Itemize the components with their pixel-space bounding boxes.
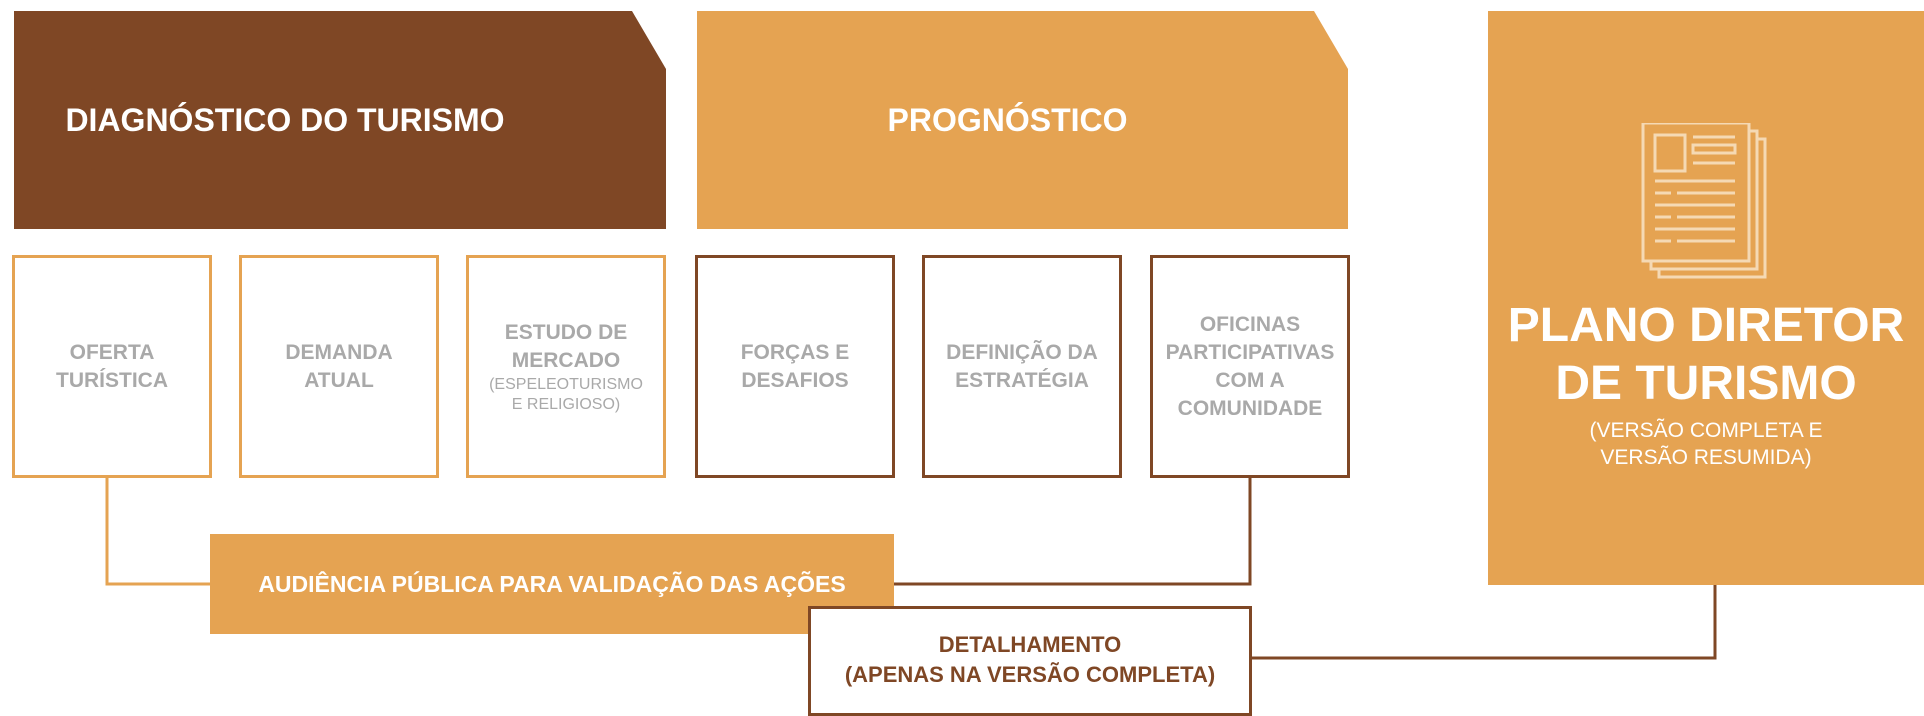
box-forcas-desafios: FORÇAS E DESAFIOS [695, 255, 895, 478]
box-estudo-mercado: ESTUDO DE MERCADO (ESPELEOTURISMO E RELI… [466, 255, 666, 478]
plano-subtitle: (VERSÃO COMPLETA E VERSÃO RESUMIDA) [1590, 417, 1823, 471]
plano-diretor-panel: PLANO DIRETOR DE TURISMO (VERSÃO COMPLET… [1488, 11, 1924, 585]
plano-title: PLANO DIRETOR DE TURISMO [1508, 297, 1904, 413]
audiencia-label: AUDIÊNCIA PÚBLICA PARA VALIDAÇÃO DAS AÇÕ… [258, 570, 846, 597]
connector-detalhamento-plano [1250, 585, 1717, 660]
plano-sub-line1: (VERSÃO COMPLETA E [1589, 419, 1823, 442]
audiencia-publica-bar: AUDIÊNCIA PÚBLICA PARA VALIDAÇÃO DAS AÇÕ… [210, 534, 894, 634]
box-oferta-line1: OFERTA [69, 340, 155, 364]
plano-title-line1: PLANO DIRETOR [1507, 299, 1905, 352]
box-demanda-line1: DEMANDA [285, 340, 393, 364]
box-oficinas-line4: COMUNIDADE [1177, 396, 1323, 420]
box-oficinas-line1: OFICINAS [1199, 312, 1301, 336]
box-forcas-line1: FORÇAS E [740, 340, 850, 364]
header-prognostico: PROGNÓSTICO [697, 11, 1348, 229]
box-estudo-sub1: (ESPELEOTURISMO [489, 375, 643, 393]
plano-title-line2: DE TURISMO [1555, 357, 1857, 410]
box-oficinas-participativas: OFICINAS PARTICIPATIVAS COM A COMUNIDADE [1150, 255, 1350, 478]
header-prognostico-shape [697, 11, 1348, 229]
box-estudo-sub2: E RELIGIOSO) [511, 395, 621, 413]
box-definicao-line2: ESTRATÉGIA [955, 368, 1089, 392]
box-forcas-line2: DESAFIOS [741, 368, 849, 392]
connector-oficinas-audiencia [894, 477, 1252, 586]
box-estudo-line2: MERCADO [511, 348, 621, 372]
header-prognostico-label: PROGNÓSTICO [887, 101, 1128, 138]
box-oferta-line2: TURÍSTICA [56, 368, 168, 392]
document-icon [1641, 123, 1767, 279]
detalhamento-line1: DETALHAMENTO [938, 632, 1122, 657]
detalhamento-box: DETALHAMENTO (APENAS NA VERSÃO COMPLETA) [808, 606, 1252, 716]
box-oferta-turistica: OFERTA TURÍSTICA [12, 255, 212, 478]
box-definicao-line1: DEFINIÇÃO DA [946, 340, 1098, 364]
connector-oferta-audiencia [105, 477, 210, 586]
detalhamento-line2: (APENAS NA VERSÃO COMPLETA) [844, 662, 1216, 687]
header-diagnostico-shape [14, 11, 666, 229]
box-definicao-estrategia: DEFINIÇÃO DA ESTRATÉGIA [922, 255, 1122, 478]
plano-sub-line2: VERSÃO RESUMIDA) [1600, 446, 1812, 469]
box-estudo-line1: ESTUDO DE [504, 320, 628, 344]
box-oficinas-line3: COM A [1215, 368, 1285, 392]
box-demanda-line2: ATUAL [304, 368, 374, 392]
box-demanda-atual: DEMANDA ATUAL [239, 255, 439, 478]
header-diagnostico: DIAGNÓSTICO DO TURISMO [14, 11, 666, 229]
header-diagnostico-label: DIAGNÓSTICO DO TURISMO [65, 101, 505, 138]
box-oficinas-line2: PARTICIPATIVAS [1165, 340, 1335, 364]
